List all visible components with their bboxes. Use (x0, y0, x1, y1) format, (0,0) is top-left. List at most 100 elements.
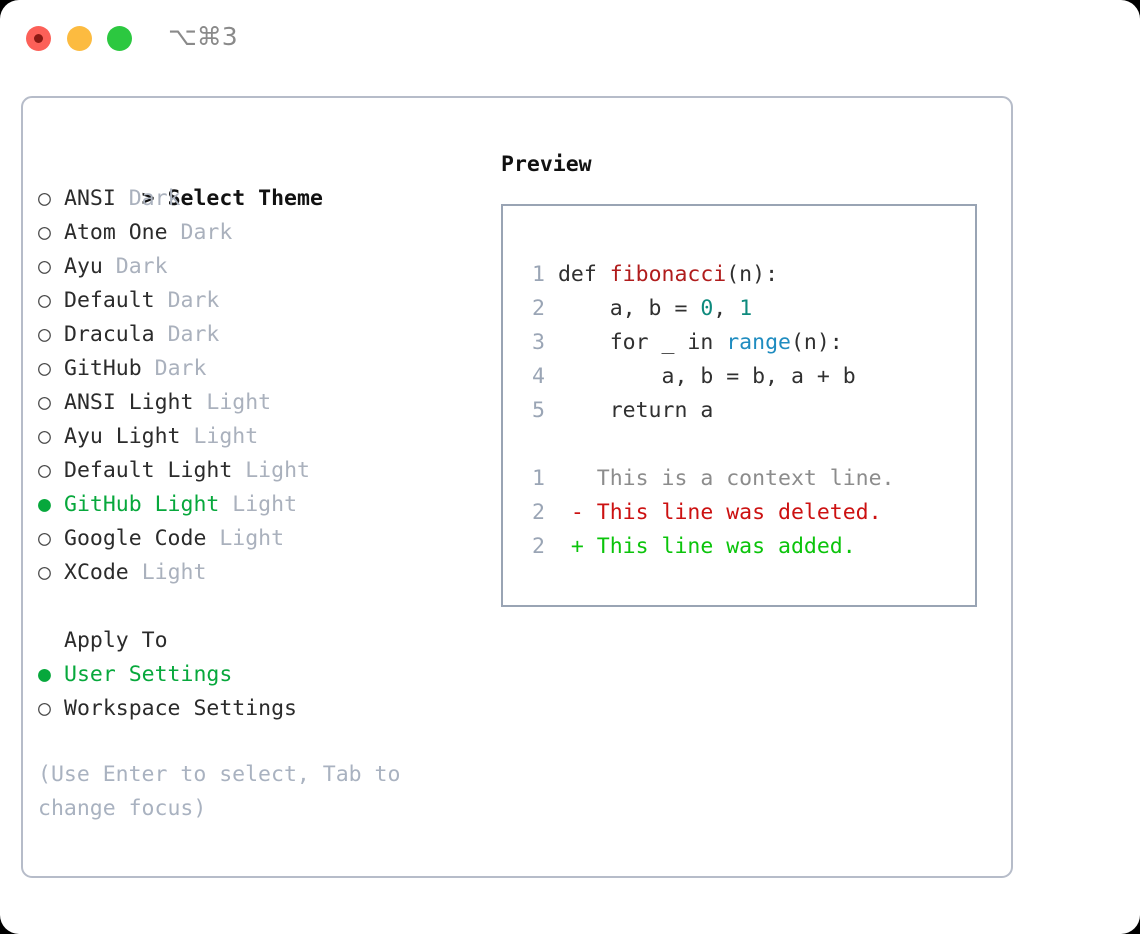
keyboard-hint-text: (Use Enter to select, Tab to change focu… (38, 762, 414, 821)
code-gutter-gap (545, 398, 558, 423)
maximize-window-button[interactable] (107, 26, 132, 51)
theme-variant-tag: Light (206, 390, 272, 415)
diff-line-text: This is a context line. (596, 466, 895, 491)
diff-line-deleted: 2 - This line was deleted. (519, 496, 969, 530)
code-gutter-gap (545, 364, 558, 389)
theme-label-separator (193, 390, 206, 415)
list-spacer (38, 590, 478, 624)
apply-to-option[interactable]: ○Workspace Settings (38, 692, 478, 726)
apply-to-list[interactable]: ● User Settings ○Workspace Settings (38, 658, 478, 726)
minimize-window-button[interactable] (67, 26, 92, 51)
close-window-button[interactable] (26, 26, 51, 51)
code-token-plain: , (713, 296, 740, 321)
preview-title: Preview (501, 152, 592, 177)
theme-name-label: Ayu Light (64, 424, 181, 449)
theme-list-item[interactable]: ●GitHub Light Light (38, 488, 478, 522)
theme-label-separator (116, 186, 129, 211)
apply-to-option-label: User Settings (64, 662, 233, 687)
theme-list-item[interactable]: ○Default Dark (38, 284, 478, 318)
theme-label-separator (206, 526, 219, 551)
main-panel: > Select Theme ○ANSI Dark○Atom One Dark○… (21, 96, 1013, 878)
theme-list[interactable]: ○ANSI Dark○Atom One Dark○Ayu Dark○Defaul… (38, 182, 478, 590)
diff-sign: - (570, 500, 597, 525)
code-line: 2 a, b = 0, 1 (519, 292, 969, 326)
radio-unselected-icon[interactable]: ○ (38, 322, 51, 347)
code-token-num: 0 (700, 296, 714, 321)
diff-sign: + (570, 534, 597, 559)
radio-unselected-icon[interactable]: ○ (38, 186, 51, 211)
code-token-plain: a, b = (557, 296, 701, 321)
theme-variant-tag: Dark (154, 356, 207, 381)
theme-list-item[interactable]: ○XCode Light (38, 556, 478, 590)
code-token-plain: for _ in (557, 330, 727, 355)
apply-to-option[interactable]: ● User Settings (38, 658, 478, 692)
radio-unselected-icon[interactable]: ○ (38, 526, 51, 551)
code-line-number: 1 (532, 262, 545, 287)
code-gutter-gap (545, 296, 558, 321)
theme-name-label: Default (64, 288, 155, 313)
radio-unselected-icon[interactable]: ○ (38, 458, 51, 483)
radio-selected-icon[interactable]: ● (38, 662, 51, 687)
diff-line-number: 2 (532, 500, 545, 525)
code-line: 1 def fibonacci(n): (519, 258, 969, 292)
theme-list-item[interactable]: ○Atom One Dark (38, 216, 478, 250)
radio-unselected-icon[interactable]: ○ (38, 390, 51, 415)
radio-unselected-icon[interactable]: ○ (38, 288, 51, 313)
theme-name-label: GitHub (64, 356, 142, 381)
diff-line-context: 1 This is a context line. (519, 462, 969, 496)
code-gutter-gap (545, 330, 558, 355)
theme-variant-tag: Light (219, 526, 285, 551)
radio-unselected-icon[interactable]: ○ (38, 254, 51, 279)
theme-label-separator (155, 288, 168, 313)
code-token-kw: def (557, 262, 610, 287)
diff-sign (571, 466, 597, 491)
title-bar: ⌥⌘3 (0, 0, 1140, 78)
theme-variant-tag: Light (141, 560, 207, 585)
radio-unselected-icon[interactable]: ○ (38, 220, 51, 245)
theme-name-label: Dracula (64, 322, 155, 347)
code-line: 5 return a (519, 394, 969, 428)
diff-line-number: 1 (532, 466, 545, 491)
theme-variant-tag: Dark (167, 322, 220, 347)
theme-label-separator (155, 322, 168, 347)
theme-list-item[interactable]: ○ Dracula Dark (38, 318, 478, 352)
theme-name-label: Google Code (64, 526, 207, 551)
theme-picker-column: > Select Theme ○ANSI Dark○Atom One Dark○… (38, 148, 478, 826)
diff-gutter-gap (545, 500, 571, 525)
theme-picker-heading: > Select Theme (38, 148, 478, 211)
theme-list-item[interactable]: ○ GitHub Dark (38, 352, 478, 386)
theme-list-item[interactable]: ○Default Light Light (38, 454, 478, 488)
code-token-fn: fibonacci (609, 262, 727, 287)
theme-label-separator (103, 254, 116, 279)
theme-variant-tag: Dark (115, 254, 168, 279)
radio-unselected-icon[interactable]: ○ (38, 356, 51, 381)
theme-variant-tag: Dark (180, 220, 233, 245)
radio-unselected-icon[interactable]: ○ (38, 696, 51, 721)
theme-list-item[interactable]: ○ANSI Light Light (38, 386, 478, 420)
code-token-plain: a, b = b, a + b (557, 364, 856, 389)
theme-label-separator (168, 220, 181, 245)
code-line-number: 5 (532, 398, 545, 423)
theme-name-label: Ayu (64, 254, 103, 279)
radio-unselected-icon[interactable]: ○ (38, 560, 51, 585)
code-token-plain: (n): (726, 262, 779, 287)
theme-list-item[interactable]: ○ Google Code Light (38, 522, 478, 556)
theme-label-separator (219, 492, 232, 517)
theme-label-separator (232, 458, 245, 483)
radio-selected-icon[interactable]: ● (38, 492, 51, 517)
theme-list-item[interactable]: ○Ayu Light Light (38, 420, 478, 454)
code-token-call: range (726, 330, 791, 355)
code-token-num: 1 (739, 296, 753, 321)
theme-list-item[interactable]: ○ Ayu Dark (38, 250, 478, 284)
theme-name-label: Default Light (64, 458, 233, 483)
preview-section-gap (519, 428, 969, 462)
theme-list-item[interactable]: ○ANSI Dark (38, 182, 478, 216)
theme-picker-heading-label: Select Theme (167, 186, 323, 211)
radio-unselected-icon[interactable]: ○ (38, 424, 51, 449)
diff-line-number: 2 (532, 534, 545, 559)
preview-column: Preview 1 def fibonacci(n):2 a, b = 0, 1… (501, 148, 1001, 607)
code-line: 4 a, b = b, a + b (519, 360, 969, 394)
